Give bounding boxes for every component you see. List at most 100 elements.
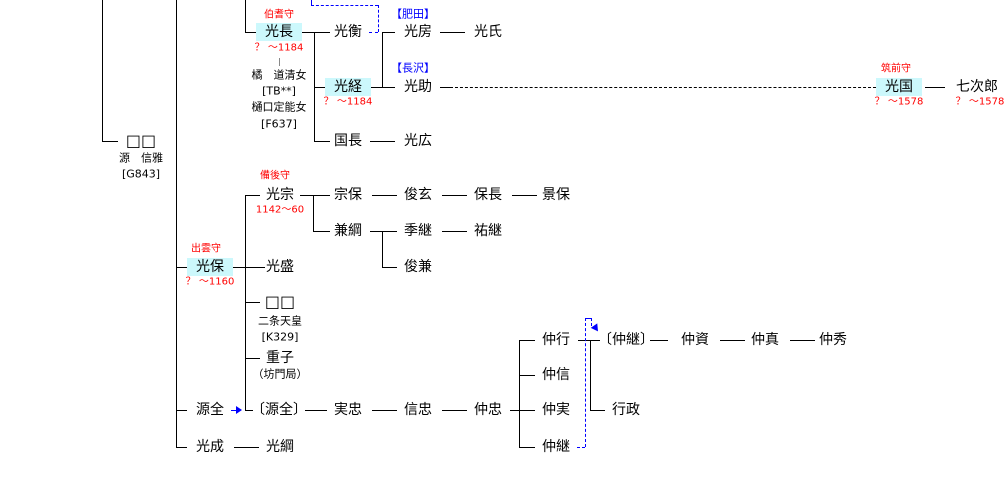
- person[interactable]: 仲秀: [819, 332, 847, 348]
- tree-line: [442, 410, 467, 411]
- note: （坊門局）: [252, 367, 308, 381]
- person[interactable]: 仲行: [542, 332, 570, 348]
- person[interactable]: 〔源全〕: [251, 402, 307, 418]
- tree-line: [176, 447, 187, 448]
- tree-line: [790, 340, 815, 341]
- tree-line: [245, 0, 246, 32]
- person[interactable]: 季継: [404, 223, 432, 239]
- person[interactable]: 俊玄: [404, 187, 432, 203]
- person[interactable]: 光国: [876, 78, 922, 96]
- person-mitsunaga[interactable]: 光長: [256, 23, 302, 41]
- tree-line: [382, 231, 383, 267]
- person[interactable]: 光氏: [474, 24, 502, 40]
- person[interactable]: 国長: [334, 133, 362, 149]
- person[interactable]: 仲信: [542, 367, 570, 383]
- tree-line: [245, 195, 260, 196]
- tree-line: [176, 410, 187, 411]
- tree-line: [314, 87, 325, 88]
- dates: ？ ～1184: [254, 42, 304, 54]
- person[interactable]: 仲実: [542, 402, 570, 418]
- spouse-id: [F637]: [261, 117, 297, 131]
- tree-line: [300, 195, 330, 196]
- person[interactable]: 仲真: [751, 332, 779, 348]
- person[interactable]: 七次郎: [956, 79, 998, 95]
- person[interactable]: 景保: [542, 187, 570, 203]
- tree-line: [519, 340, 535, 341]
- person[interactable]: 行政: [612, 402, 640, 418]
- title-label: 備後守: [260, 170, 290, 182]
- tree-line: [382, 267, 397, 268]
- spouse-name: 源 信雅: [119, 151, 163, 165]
- person[interactable]: 光助: [404, 79, 432, 95]
- tree-line: [245, 410, 253, 411]
- person[interactable]: 光盛: [266, 259, 294, 275]
- person[interactable]: 光綱: [266, 439, 294, 455]
- adoption-link: [311, 5, 378, 6]
- arrow-line: [231, 410, 237, 411]
- tree-line: [590, 340, 591, 410]
- person[interactable]: 重子: [266, 350, 294, 366]
- tree-line: [650, 340, 668, 341]
- dotted-line: [450, 87, 876, 88]
- dates: ？ ～1578: [874, 96, 924, 108]
- title-label: 筑前守: [881, 63, 911, 75]
- spouse-name: 二条天皇: [258, 314, 302, 328]
- spouse-id: [G843]: [121, 167, 161, 181]
- spouse-id: [K329]: [261, 330, 299, 344]
- family-label: 【長沢】: [391, 61, 435, 75]
- person[interactable]: 光衡: [334, 24, 362, 40]
- person[interactable]: 光宗: [266, 187, 294, 203]
- tree-line: [925, 87, 945, 88]
- person[interactable]: 光成: [196, 439, 224, 455]
- person[interactable]: 俊兼: [404, 259, 432, 275]
- person[interactable]: □□: [125, 131, 157, 150]
- person[interactable]: 光保: [187, 258, 233, 276]
- adoption-link: [311, 0, 312, 5]
- tree-line: [370, 231, 397, 232]
- adoption-link: [585, 318, 586, 447]
- tree-line: [245, 302, 260, 303]
- person[interactable]: 源全: [196, 402, 224, 418]
- tree-line: [590, 410, 605, 411]
- dates: ？ ～1160: [185, 276, 235, 288]
- person[interactable]: 兼綱: [334, 223, 362, 239]
- person[interactable]: 仲忠: [474, 402, 502, 418]
- tree-line: [314, 141, 330, 142]
- tree-line: [245, 32, 256, 33]
- tree-line: [245, 358, 260, 359]
- tree-line: [519, 375, 535, 376]
- person[interactable]: 光房: [404, 24, 432, 40]
- tree-line: [442, 231, 467, 232]
- tree-line: [102, 0, 103, 141]
- person[interactable]: 保長: [474, 187, 502, 203]
- person[interactable]: 実忠: [334, 402, 362, 418]
- tree-line: [440, 87, 450, 88]
- tree-line: [313, 231, 330, 232]
- dates: ？ ～1578: [955, 96, 1005, 108]
- person[interactable]: 〔仲継〕: [598, 332, 654, 348]
- tree-line: [442, 195, 467, 196]
- tree-line: [510, 410, 535, 411]
- adoption-link: [577, 447, 585, 448]
- person[interactable]: 光経: [325, 78, 371, 96]
- adoption-link: [378, 5, 379, 32]
- tree-line: [233, 267, 265, 268]
- person[interactable]: □□: [264, 292, 296, 311]
- adoption-link: [369, 32, 378, 33]
- tree-line: [102, 141, 118, 142]
- person[interactable]: 宗保: [334, 187, 362, 203]
- person[interactable]: 仲資: [681, 332, 709, 348]
- person[interactable]: 仲継: [542, 439, 570, 455]
- person[interactable]: 光広: [404, 133, 432, 149]
- person[interactable]: 祐継: [474, 223, 502, 239]
- tree-line: [519, 447, 535, 448]
- adoption-link: [585, 318, 591, 319]
- tree-line: [382, 32, 383, 87]
- tree-line: [305, 410, 327, 411]
- person[interactable]: 信忠: [404, 402, 432, 418]
- tree-line: [302, 32, 330, 33]
- tree-line: [512, 195, 537, 196]
- tree-line: [720, 340, 745, 341]
- tree-line: [372, 195, 397, 196]
